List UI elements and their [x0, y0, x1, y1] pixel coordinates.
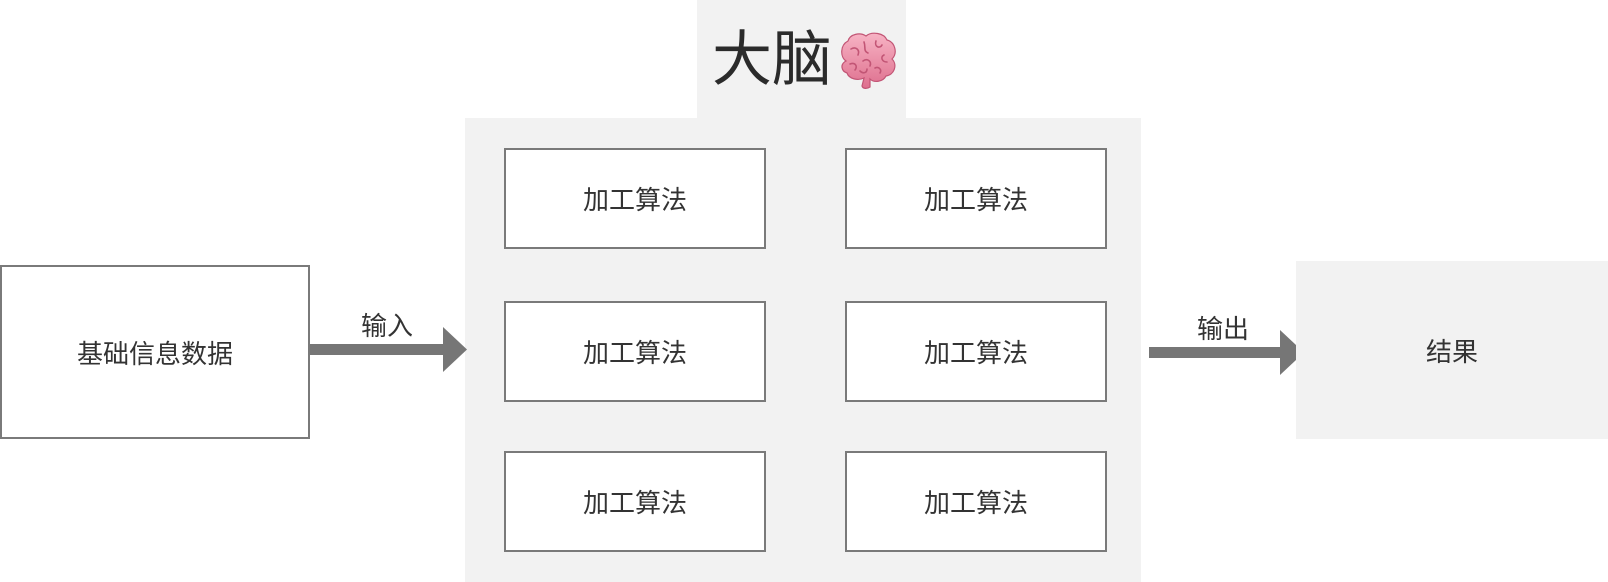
algorithm-label: 加工算法: [923, 339, 1028, 369]
algorithm-label: 加工算法: [923, 186, 1028, 216]
brain-title: 大脑: [712, 24, 898, 96]
algorithm-box: 加工算法: [845, 148, 1107, 249]
input-arrow-label: 输入: [361, 312, 414, 342]
output-arrow-label: 输出: [1197, 315, 1250, 345]
algorithm-box: 加工算法: [504, 451, 766, 552]
brain-icon: [841, 32, 896, 89]
input-arrow: [310, 327, 467, 372]
result-label: 结果: [1425, 337, 1478, 368]
result-box: 结果: [1296, 261, 1608, 439]
algorithm-label: 加工算法: [582, 339, 687, 369]
algorithm-box: 加工算法: [845, 301, 1107, 402]
input-data-box: 基础信息数据: [0, 265, 310, 439]
brain-title-text: 大脑: [712, 25, 832, 95]
algorithm-label: 加工算法: [582, 186, 687, 216]
algorithm-box: 加工算法: [504, 301, 766, 402]
algorithm-box: 加工算法: [845, 451, 1107, 552]
input-data-label: 基础信息数据: [76, 339, 233, 370]
output-arrow: [1149, 330, 1304, 375]
algorithm-box: 加工算法: [504, 148, 766, 249]
algorithm-label: 加工算法: [923, 489, 1028, 519]
algorithm-label: 加工算法: [582, 489, 687, 519]
